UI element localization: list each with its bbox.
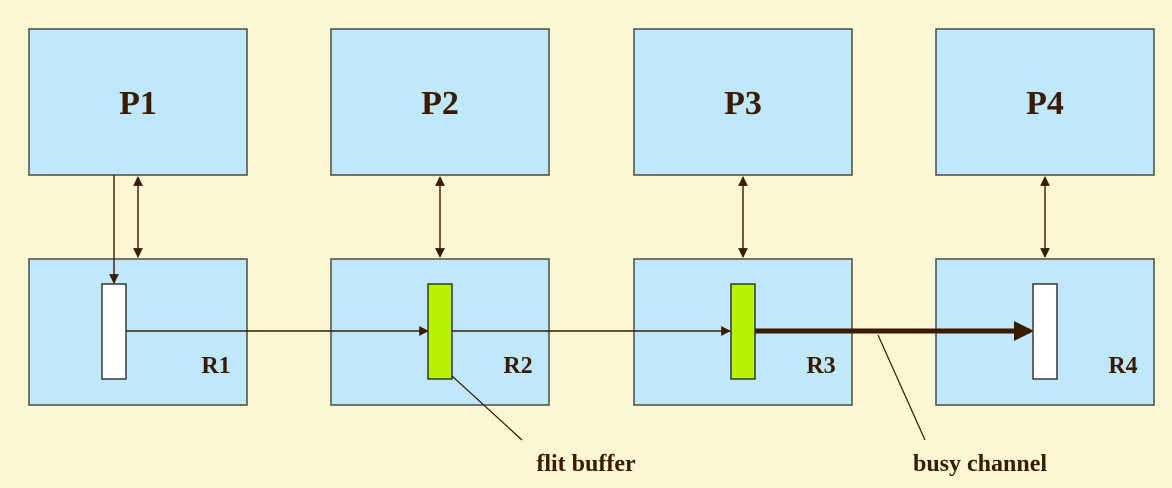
- flit-buffer-r4: [1032, 283, 1058, 380]
- processor-label: P1: [119, 85, 157, 122]
- flit-buffer-leader: [451, 375, 523, 441]
- flit-buffer-r1: [101, 283, 127, 380]
- processor-label: P4: [1026, 85, 1064, 122]
- flit-buffer-r2: [427, 283, 453, 380]
- processor-p1: P1: [28, 28, 248, 176]
- busy-channel-label: busy channel: [913, 451, 1047, 477]
- processor-p4: P4: [935, 28, 1155, 176]
- processor-label: P2: [421, 85, 459, 122]
- router-label: R3: [806, 353, 835, 379]
- busy-channel-leader: [877, 334, 926, 441]
- router-r1: R1: [28, 258, 248, 406]
- flit-buffer-r3: [730, 283, 756, 380]
- flit-buffer-label: flit buffer: [536, 451, 636, 477]
- router-label: R1: [201, 353, 230, 379]
- router-label: R4: [1108, 353, 1137, 379]
- processor-label: P3: [724, 85, 762, 122]
- processor-p2: P2: [330, 28, 550, 176]
- router-label: R2: [503, 353, 532, 379]
- processor-p3: P3: [633, 28, 853, 176]
